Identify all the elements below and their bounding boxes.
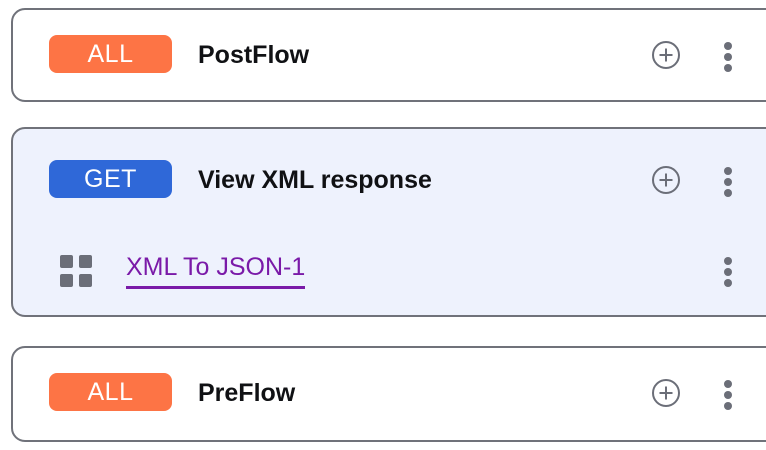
grid-square <box>79 274 92 287</box>
kebab-menu-icon[interactable] <box>713 378 743 410</box>
flow-card-view-xml-response[interactable]: GET View XML response <box>11 127 766 317</box>
kebab-dot <box>724 64 732 72</box>
plus-circle-icon[interactable] <box>651 378 681 408</box>
flow-name-postflow: PostFlow <box>198 40 310 69</box>
grid-square <box>60 274 73 287</box>
kebab-dot <box>724 167 732 175</box>
kebab-dot <box>724 391 732 399</box>
kebab-dot <box>724 380 732 388</box>
kebab-dot <box>724 189 732 197</box>
kebab-menu-icon[interactable] <box>713 255 743 287</box>
kebab-menu-icon[interactable] <box>713 165 743 197</box>
kebab-dot <box>724 279 732 287</box>
kebab-dot <box>724 42 732 50</box>
policy-row-xml-to-json-1[interactable]: XML To JSON-1 <box>13 243 766 299</box>
flow-name-preflow: PreFlow <box>198 378 296 407</box>
grid-square <box>60 255 73 268</box>
flow-name-view-xml-response: View XML response <box>198 165 432 194</box>
plus-circle-icon[interactable] <box>651 165 681 195</box>
kebab-dot <box>724 53 732 61</box>
policy-grid-icon <box>60 255 94 289</box>
flow-row-view-xml-response[interactable]: GET View XML response <box>13 149 766 211</box>
method-badge-get: GET <box>49 160 172 198</box>
plus-circle-icon[interactable] <box>651 40 681 70</box>
flow-card-preflow[interactable]: ALL PreFlow <box>11 346 766 442</box>
kebab-dot <box>724 178 732 186</box>
flow-row-postflow[interactable]: ALL PostFlow <box>13 24 766 86</box>
kebab-dot <box>724 268 732 276</box>
kebab-dot <box>724 402 732 410</box>
policy-link-xml-to-json-1[interactable]: XML To JSON-1 <box>126 253 306 289</box>
method-badge-all: ALL <box>49 373 172 411</box>
flow-row-preflow[interactable]: ALL PreFlow <box>13 362 766 424</box>
kebab-menu-icon[interactable] <box>713 40 743 72</box>
grid-square <box>79 255 92 268</box>
kebab-dot <box>724 257 732 265</box>
flow-card-postflow[interactable]: ALL PostFlow <box>11 8 766 102</box>
method-badge-all: ALL <box>49 35 172 73</box>
